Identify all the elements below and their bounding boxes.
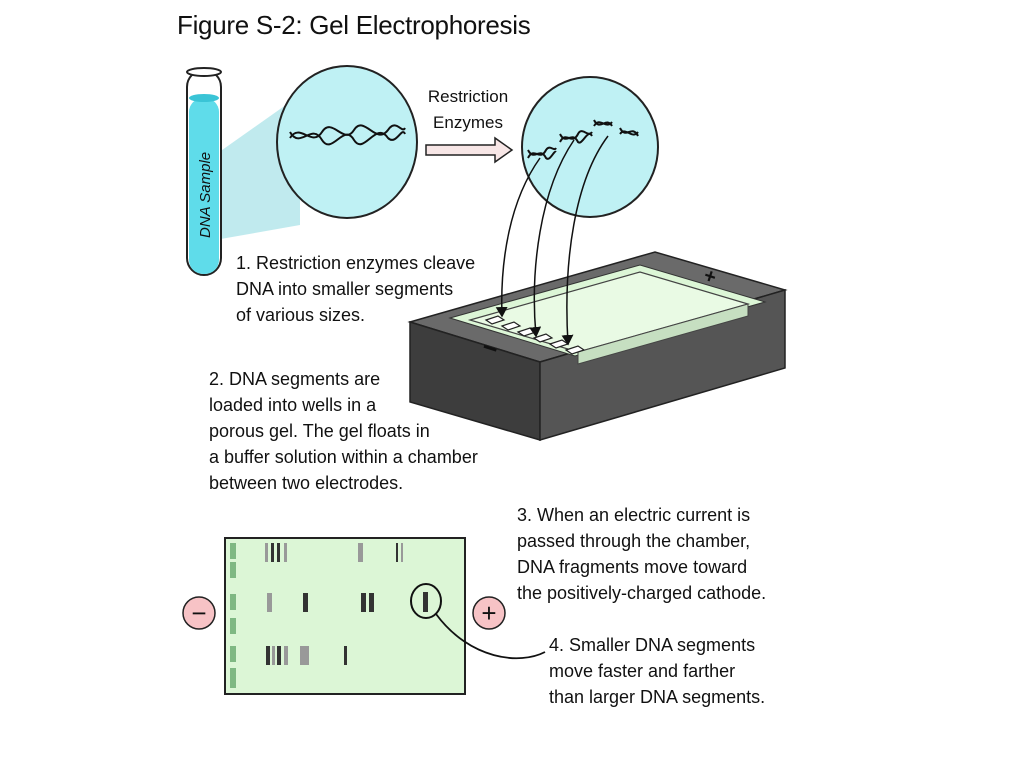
gel-result-wells (230, 543, 236, 688)
step-3-line: 3. When an electric current is (517, 505, 751, 525)
step-4-text: 4. Smaller DNA segments move faster and … (549, 632, 765, 710)
cathode-symbol: − (191, 598, 206, 628)
step-1-line: DNA into smaller segments (236, 279, 454, 299)
tube-label: DNA Sample (197, 152, 214, 238)
step-4-line: than larger DNA segments. (549, 687, 766, 707)
lane-3-bands (266, 646, 347, 665)
figure-title: Figure S-2: Gel Electrophoresis (177, 10, 531, 40)
step-1-line: 1. Restriction enzymes cleave (236, 253, 476, 273)
gel-result (224, 537, 546, 695)
cathode-electrode: − (182, 596, 216, 630)
anode-electrode: + (472, 596, 506, 630)
step-2-line: loaded into wells in a (209, 395, 377, 415)
lane-2-bands (267, 592, 428, 612)
step-2-line: a buffer solution within a chamber (209, 447, 478, 467)
step-2-line: porous gel. The gel floats in (209, 421, 430, 441)
step-1-line: of various sizes. (236, 305, 366, 325)
arrow-label-line1: Restriction (428, 87, 508, 106)
step-2-line: 2. DNA segments are (209, 369, 381, 389)
step-3-line: the positively-charged cathode. (517, 583, 767, 603)
gel-wells (484, 315, 586, 355)
dna-sample-tube: DNA Sample (186, 67, 222, 276)
lane-1-bands (265, 543, 403, 562)
highlight-circle (410, 583, 442, 619)
step-2-text: 2. DNA segments are loaded into wells in… (209, 366, 478, 496)
step-4-line: move faster and farther (549, 661, 736, 681)
intact-dna-circle (276, 65, 418, 219)
step-3-line: passed through the chamber, (517, 531, 751, 551)
step-3-text: 3. When an electric current is passed th… (517, 502, 766, 606)
cut-dna-circle (521, 76, 659, 218)
step-2-line: between two electrodes. (209, 473, 404, 493)
anode-symbol: + (481, 598, 496, 628)
step-3-line: DNA fragments move toward (517, 557, 748, 577)
restriction-arrow: Restriction Enzymes (425, 87, 514, 164)
arrow-label-line2: Enzymes (433, 113, 503, 132)
loading-arrows (495, 135, 609, 346)
callout-line (435, 613, 546, 660)
step-1-text: 1. Restriction enzymes cleave DNA into s… (236, 250, 475, 328)
step-4-line: 4. Smaller DNA segments (549, 635, 756, 655)
